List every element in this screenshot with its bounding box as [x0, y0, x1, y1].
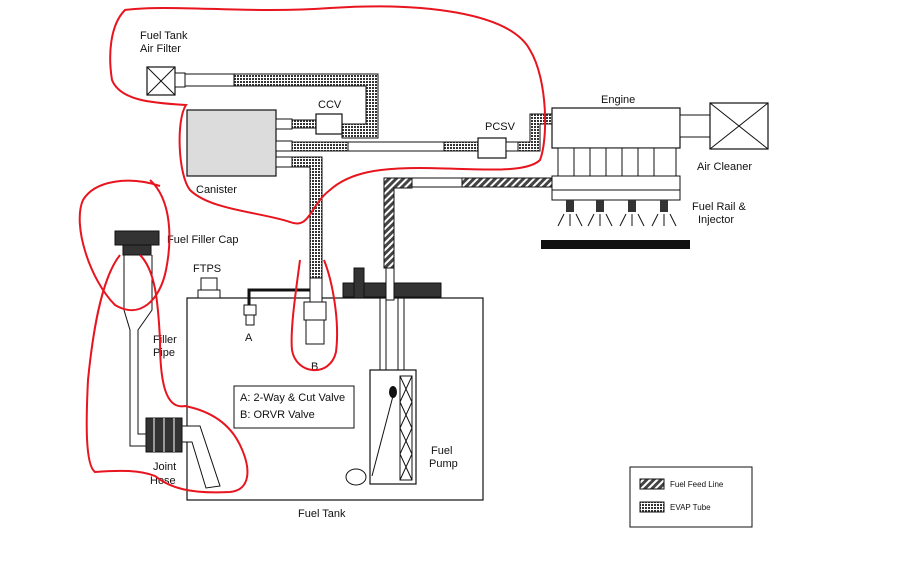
valve-b-top [303, 301, 327, 321]
fuel-feed-plain-tube [411, 177, 463, 188]
valve-b-neck [309, 277, 323, 303]
ftps-base [197, 289, 221, 299]
canister-label: Canister [196, 184, 237, 196]
valve-a-label: A [245, 332, 253, 344]
fuel-tank-air-filter-label-1: Fuel Tank [140, 30, 188, 42]
canister [186, 109, 277, 177]
canister-port-2 [275, 140, 293, 152]
filler-pipe-label-1: Filler [153, 334, 177, 346]
fuel-rail-injectors [541, 189, 690, 249]
fuel-rail-label-2: Injector [698, 214, 734, 226]
pcsv-label: PCSV [485, 121, 516, 133]
valve-a-body [245, 314, 255, 326]
canister-port-3 [275, 156, 293, 168]
air-filter-tube [184, 73, 235, 87]
legend-swatch-fuel-feed [639, 478, 665, 490]
fuel-tank-label: Fuel Tank [298, 508, 346, 520]
legend-box [629, 466, 753, 528]
valve-a-top [243, 304, 257, 316]
fuel-rail-label-1: Fuel Rail & [692, 201, 746, 213]
fuel-feed-line-vertical [383, 177, 413, 269]
air-cleaner [709, 102, 769, 150]
fuel-tank-air-filter [146, 66, 186, 96]
annotation-circle-filler-pipe [85, 254, 249, 494]
ccv-valve [315, 113, 343, 135]
legend-fuel-feed-label: Fuel Feed Line [670, 480, 724, 489]
valve-b-body [305, 319, 325, 345]
engine-label: Engine [601, 94, 635, 106]
joint-hose-label-1: Joint [153, 461, 176, 473]
air-cleaner-label: Air Cleaner [697, 161, 752, 173]
legend-swatch-evap [639, 501, 665, 513]
annotation-circle-evap-top [109, 5, 547, 225]
valve-b-label: B [311, 361, 318, 373]
filler-pipe-label-2: Pipe [153, 347, 175, 359]
ftps-label: FTPS [193, 263, 221, 275]
fuel-pump-label-2: Pump [429, 458, 458, 470]
fuel-filler-cap-label: Fuel Filler Cap [167, 234, 239, 246]
fuel-filler-cap [114, 230, 160, 256]
canister-port-1 [275, 118, 293, 130]
evap-tube-canister-pcsv [291, 141, 349, 152]
pcsv-valve [477, 137, 507, 159]
valve-key-box [233, 385, 355, 429]
legend-evap-label: EVAP Tube [670, 503, 711, 512]
pcsv-outlet [505, 141, 519, 152]
evap-tube-to-pcsv [443, 141, 479, 152]
evap-tube-pcsv-engine [517, 113, 553, 152]
pump-module-connector [353, 267, 365, 299]
engine [551, 107, 711, 191]
ccv-tube [291, 119, 317, 129]
pump-outlet [385, 267, 395, 301]
fuel-feed-line-horizontal [461, 177, 553, 188]
valve-key-line-b: B: ORVR Valve [240, 409, 315, 421]
plain-tube-canister-pcsv [347, 141, 445, 152]
valve-key-line-a: A: 2-Way & Cut Valve [240, 392, 345, 404]
valve-a-hose [247, 288, 312, 305]
fuel-pump [345, 369, 417, 486]
annotation-circle-orvr [290, 259, 339, 372]
ccv-label: CCV [318, 99, 342, 111]
annotation-circle-filler-cap [78, 179, 171, 311]
fuel-pump-label-1: Fuel [431, 445, 452, 457]
filler-pipe-lower [180, 425, 221, 489]
fuel-tank-air-filter-label-2: Air Filter [140, 43, 181, 55]
filler-pipe [123, 255, 153, 447]
joint-hose [145, 417, 183, 453]
